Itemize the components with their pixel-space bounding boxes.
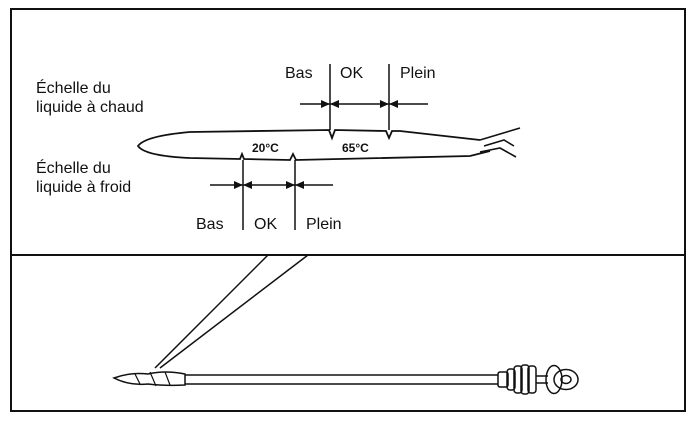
hot-arrow-head (321, 100, 330, 108)
cold-temperature-label: 20°C (252, 141, 279, 155)
hot-scale-title-line1: Échelle du (36, 78, 111, 97)
dipstick-tip-small (112, 371, 186, 387)
hot-ok-label: OK (340, 65, 363, 82)
cold-scale-title-line1: Échelle du (36, 158, 111, 177)
dipstick-break-lines (479, 127, 521, 158)
cold-low-label: Bas (196, 216, 224, 233)
cold-ok-label: OK (254, 216, 277, 233)
figure-frame (10, 8, 686, 412)
hot-arrow-head (330, 100, 339, 108)
callout-line (159, 254, 309, 369)
cold-arrow-head (295, 181, 304, 189)
hot-full-label: Plein (400, 65, 436, 82)
hot-scale-title-line2: liquide à chaud (36, 99, 144, 116)
dipstick-tip-outline (136, 129, 491, 161)
dipstick-handle (497, 364, 579, 395)
cold-arrow-head (234, 181, 243, 189)
hot-arrow-head (389, 100, 398, 108)
hot-temperature-label: 65°C (342, 141, 369, 155)
dipstick-tip-texture (134, 371, 171, 387)
hot-arrow-head (380, 100, 389, 108)
callout-line (154, 254, 269, 369)
cold-arrow-head (243, 181, 252, 189)
cold-arrow-head (286, 181, 295, 189)
cold-full-label: Plein (306, 216, 342, 233)
cold-scale-title-line2: liquide à froid (36, 179, 131, 196)
hot-low-label: Bas (285, 65, 313, 82)
